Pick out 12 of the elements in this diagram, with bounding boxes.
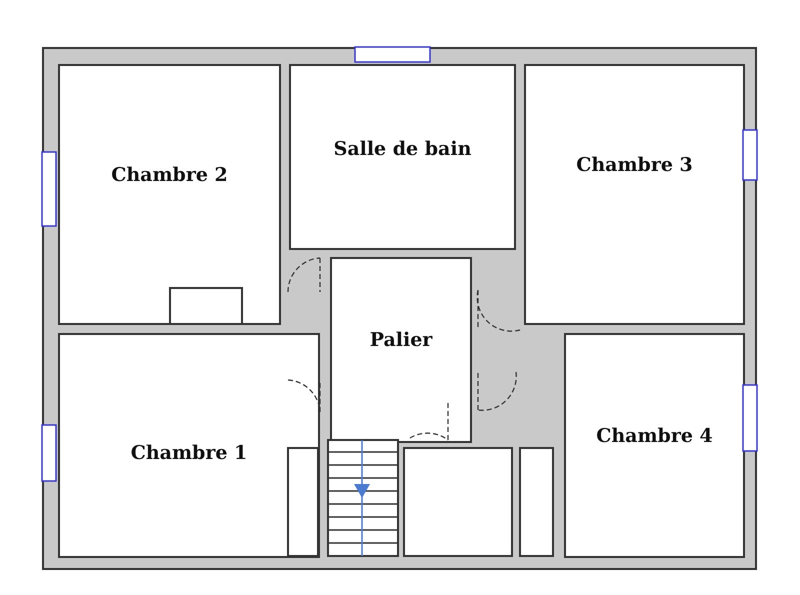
room-label: Chambre 1 [130, 442, 248, 464]
room-label: Chambre 3 [576, 154, 693, 176]
room-label: Palier [370, 329, 432, 351]
room-label: Chambre 4 [596, 424, 713, 446]
room [289, 64, 516, 250]
room [564, 333, 745, 558]
room-label: Salle de bain [334, 138, 472, 160]
room [330, 257, 472, 443]
room [524, 64, 745, 325]
room [58, 64, 281, 325]
room [58, 333, 320, 558]
room-label: Chambre 2 [111, 164, 228, 186]
